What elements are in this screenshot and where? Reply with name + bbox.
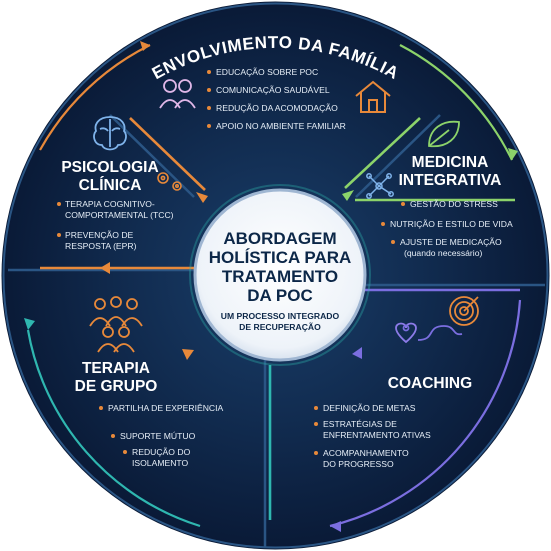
center-title-1: ABORDAGEM	[223, 229, 336, 248]
center-arrows	[100, 190, 362, 360]
family-item-3: REDUÇÃO DA ACOMODAÇÃO	[216, 103, 338, 113]
coaching-item-1: DEFINIÇÃO DE METAS	[323, 403, 416, 413]
medicina-item-2: NUTRIÇÃO E ESTILO DE VIDA	[390, 219, 513, 229]
grupo-title-2: DE GRUPO	[75, 378, 158, 395]
inner-connector-arcs	[40, 117, 520, 520]
coaching-list: DEFINIÇÃO DE METAS ESTRATÉGIAS DE ENFREN…	[314, 403, 431, 469]
family-list: EDUCAÇÃO SOBRE POC COMUNICAÇÃO SAUDÁVEL …	[207, 67, 346, 131]
medicina-item-3-line-1: AJUSTE DE MEDICAÇÃO	[400, 237, 502, 247]
psicologia-item-1-line-1: TERAPIA COGNITIVO-	[65, 199, 155, 209]
grupo-title-1: TERAPIA	[82, 360, 150, 377]
medicina-item-3-line-2: (quando necessário)	[404, 248, 482, 258]
psicologia-item-2-line-2: RESPOSTA (EPR)	[65, 241, 137, 251]
medicina-list: GESTÃO DO STRESS NUTRIÇÃO E ESTILO DE VI…	[381, 199, 513, 258]
center-subtitle-2: DE RECUPERAÇÃO	[239, 322, 321, 332]
path-route-icon	[395, 322, 463, 344]
center-title-4: DA POC	[247, 286, 313, 305]
medicina-item-1: GESTÃO DO STRESS	[410, 199, 498, 209]
grupo-item-1: PARTILHA DE EXPERIÊNCIA	[108, 403, 224, 413]
molecule-icon	[366, 173, 394, 199]
house-icon	[355, 80, 391, 113]
grupo-item-2: SUPORTE MÚTUO	[120, 431, 196, 441]
psicologia-item-1-line-2: COMPORTAMENTAL (TCC)	[65, 210, 174, 220]
outer-arrowheads	[24, 41, 518, 532]
grupo-item-3-line-1: REDUÇÃO DO	[132, 447, 191, 457]
family-item-4: APOIO NO AMBIENTE FAMILIAR	[216, 121, 346, 131]
psicologia-item-2-line-1: PREVENÇÃO DE	[65, 230, 134, 240]
medicina-title-1: MEDICINA	[412, 154, 489, 171]
family-item-2: COMUNICAÇÃO SAUDÁVEL	[216, 85, 330, 95]
leaf-icon	[428, 120, 460, 148]
psicologia-list: TERAPIA COGNITIVO- COMPORTAMENTAL (TCC) …	[57, 199, 174, 251]
target-icon	[449, 296, 479, 326]
grupo-list: PARTILHA DE EXPERIÊNCIA SUPORTE MÚTUO RE…	[99, 403, 224, 468]
outer-cycle-arrows	[26, 44, 522, 528]
coaching-title: COACHING	[388, 375, 472, 392]
grupo-item-3-line-2: ISOLAMENTO	[132, 458, 189, 468]
center-hub-glow	[189, 184, 371, 366]
medicina-title-2: INTEGRATIVA	[399, 172, 502, 189]
center-subtitle-1: UM PROCESSO INTEGRADO	[221, 311, 340, 321]
coaching-item-2-line-2: ENFRENTAMENTO ATIVAS	[323, 430, 431, 440]
family-icon	[159, 79, 196, 109]
coaching-item-2-line-1: ESTRATÉGIAS DE	[323, 419, 397, 429]
center-hub	[193, 188, 367, 362]
brain-icon	[93, 116, 127, 151]
coaching-item-3-line-2: DO PROGRESSO	[323, 459, 394, 469]
gears-icon	[157, 172, 182, 191]
center-title-2: HOLÍSTICA PARA	[209, 248, 352, 267]
family-item-1: EDUCAÇÃO SOBRE POC	[216, 67, 318, 77]
coaching-item-3-line-1: ACOMPANHAMENTO	[323, 448, 409, 458]
psicologia-title-1: PSICOLOGIA	[61, 159, 158, 176]
center-title-3: TRATAMENTO	[222, 267, 338, 286]
group-people-icon	[89, 296, 143, 353]
psicologia-title-2: CLÍNICA	[79, 177, 142, 194]
